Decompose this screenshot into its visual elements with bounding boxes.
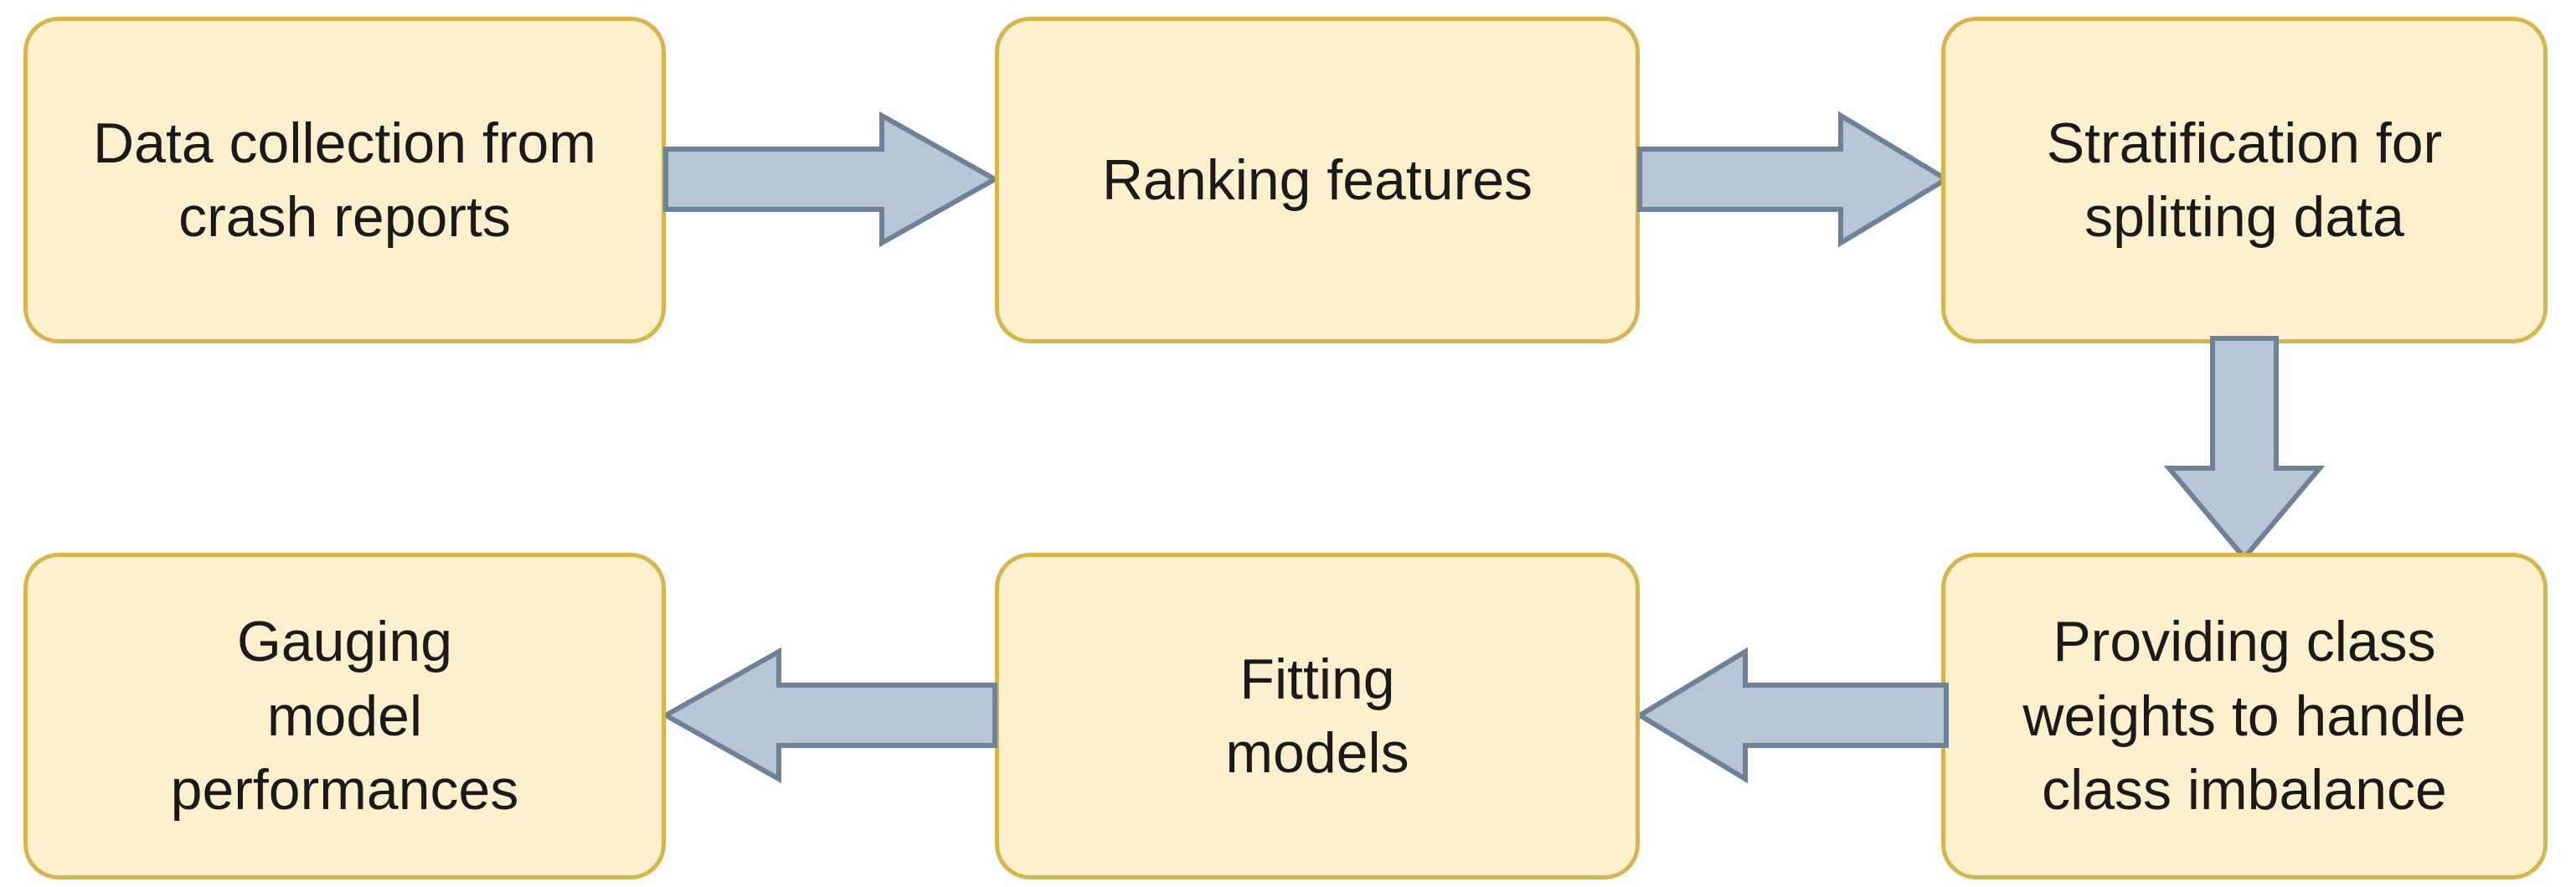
arrow-data-collection-to-ranking: [663, 111, 1001, 248]
node-label-stratification: Stratification for splitting data: [2046, 111, 2443, 249]
flowchart-node-class-weights[interactable]: Providing class weights to handle class …: [1941, 553, 2548, 879]
arrow-class-weights-to-fitting: [1635, 647, 1949, 784]
flowchart-node-data-collection[interactable]: Data collection from crash reports: [23, 17, 666, 343]
flowchart-node-ranking-features[interactable]: Ranking features: [995, 17, 1640, 343]
flowchart-node-gauging-performance[interactable]: Gauging model performances: [23, 553, 666, 879]
node-label-gauging-performance: Gauging model performances: [170, 610, 519, 823]
node-label-fitting-models: Fitting models: [1225, 647, 1409, 785]
arrow-ranking-to-stratification: [1637, 111, 1951, 248]
arrow-stratification-to-class-weights: [2163, 336, 2326, 562]
flowchart-node-stratification[interactable]: Stratification for splitting data: [1941, 17, 2548, 343]
node-label-ranking-features: Ranking features: [1101, 147, 1533, 212]
node-label-data-collection: Data collection from crash reports: [93, 111, 596, 249]
flowchart-node-fitting-models[interactable]: Fitting models: [995, 553, 1640, 879]
node-label-class-weights: Providing class weights to handle class …: [2022, 610, 2466, 823]
arrow-fitting-to-gauging: [660, 647, 997, 784]
